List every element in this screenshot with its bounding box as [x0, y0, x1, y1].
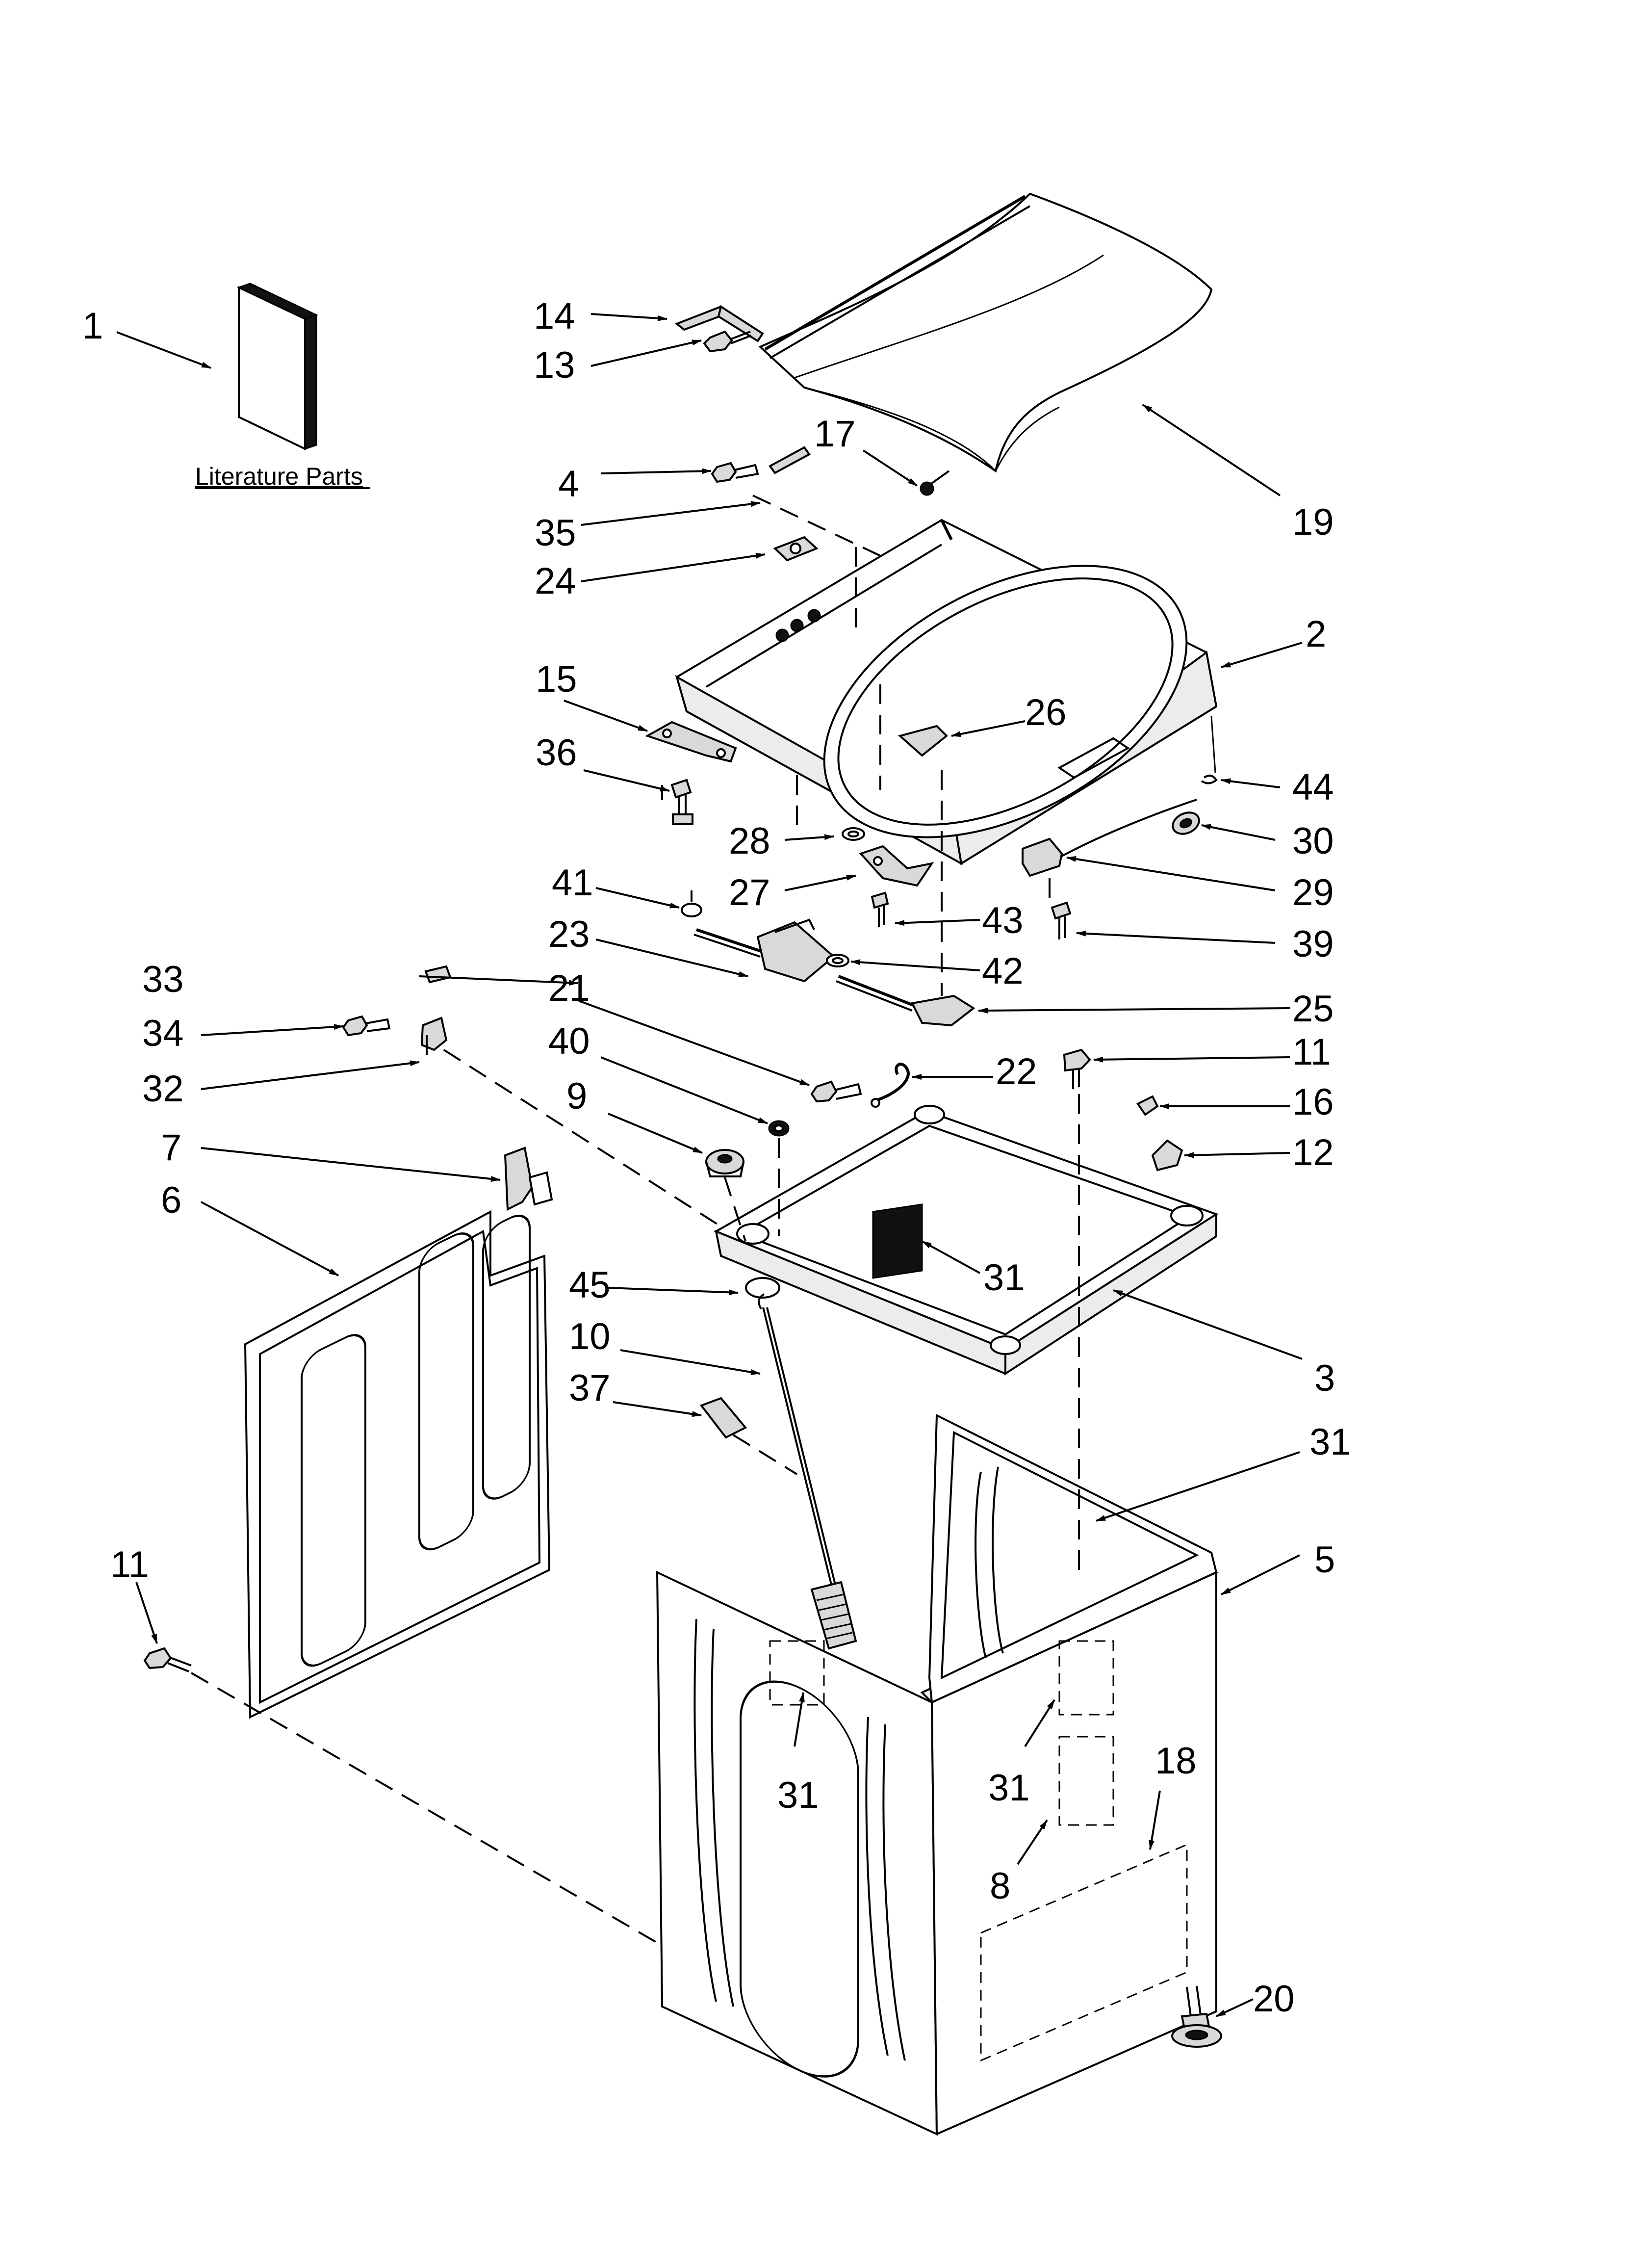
callout-36: 36 [536, 732, 577, 774]
screw-4 [711, 462, 759, 483]
valve-bracket-27 [859, 845, 934, 887]
callout-10: 10 [569, 1316, 611, 1357]
bracket-32 [420, 1017, 448, 1055]
top-cover [675, 519, 1218, 865]
ground-wire-22 [871, 1063, 910, 1108]
callout-22: 22 [996, 1051, 1037, 1093]
callout-3: 3 [1314, 1357, 1335, 1399]
callout-21: 21 [548, 967, 590, 1009]
top-frame [714, 1105, 1219, 1376]
dispenser-hose-23 [693, 918, 836, 983]
clip-37 [699, 1397, 747, 1439]
screw-39 [1051, 901, 1072, 939]
suspension-cap-9 [705, 1149, 744, 1177]
callout-30: 30 [1292, 820, 1334, 862]
hose-bracket-7 [504, 1147, 553, 1211]
clamp-42 [826, 954, 849, 967]
fabric-softener-cup [898, 725, 948, 757]
clip-12 [1151, 1139, 1183, 1172]
pad-24 [773, 536, 819, 562]
callout-31-front: 31 [777, 1774, 819, 1816]
callout-15: 15 [536, 658, 577, 700]
wire-clip-44 [1201, 716, 1218, 784]
callout-34: 34 [142, 1013, 184, 1054]
leveling-foot-20 [1171, 1985, 1222, 2048]
washer-45 [745, 1277, 780, 1299]
clip-16 [1136, 1095, 1159, 1116]
callout-18: 18 [1155, 1740, 1197, 1782]
callout-26: 26 [1025, 692, 1067, 733]
callout-37: 37 [569, 1367, 611, 1409]
callout-2: 2 [1306, 613, 1326, 655]
hose-25 [836, 975, 975, 1027]
callout-9: 9 [566, 1075, 587, 1117]
clamp-41 [681, 890, 702, 917]
callout-4: 4 [558, 463, 579, 505]
lid [758, 192, 1213, 473]
lid-hinge-bracket [645, 721, 737, 763]
callout-40: 40 [548, 1020, 590, 1062]
callout-19: 19 [1292, 501, 1334, 543]
screw-11-upper [1063, 1048, 1091, 1089]
callout-28: 28 [729, 820, 770, 862]
callout-35: 35 [535, 512, 576, 554]
screw-17 [920, 470, 950, 496]
grommet-28 [842, 827, 865, 841]
callout-45: 45 [569, 1264, 611, 1306]
callout-29: 29 [1292, 872, 1334, 913]
screw-34 [342, 1015, 391, 1037]
hex-bolt-13 [703, 330, 752, 353]
callout-43: 43 [982, 900, 1024, 941]
callout-23: 23 [548, 913, 590, 955]
literature-parts-caption: Literature Parts [195, 463, 363, 490]
callout-42: 42 [982, 950, 1024, 992]
callout-14: 14 [534, 295, 575, 337]
callout-5: 5 [1314, 1539, 1335, 1581]
callout-labels: 1 14 13 17 19 4 35 24 2 15 26 36 44 28 3… [82, 295, 1351, 2020]
callout-24: 24 [535, 560, 576, 602]
callout-6: 6 [161, 1179, 181, 1221]
callout-11-top: 11 [1292, 1031, 1331, 1073]
screw-43 [871, 891, 889, 927]
callout-13: 13 [534, 344, 575, 386]
bracket-35 [769, 446, 811, 474]
callout-41: 41 [552, 862, 593, 904]
callout-17: 17 [814, 413, 856, 455]
callout-12: 12 [1292, 1132, 1334, 1173]
callout-33: 33 [142, 959, 184, 1000]
callout-32: 32 [142, 1068, 184, 1110]
lid-switch-29 [1022, 799, 1197, 877]
callout-25: 25 [1292, 988, 1334, 1030]
suspension-rod-10 [758, 1293, 857, 1650]
callout-31-cabinet-top: 31 [1309, 1421, 1351, 1463]
literature-parts-booklet [237, 283, 318, 451]
knob-30 [1172, 811, 1200, 835]
rear-panel [244, 1210, 551, 1719]
screw-11-lower [143, 1647, 192, 1672]
label-33 [424, 965, 452, 984]
grommet-40 [768, 1120, 790, 1137]
callout-31-frame: 31 [983, 1257, 1025, 1299]
callout-39: 39 [1292, 923, 1334, 965]
cabinet [656, 1413, 1219, 2136]
callout-8: 8 [990, 1865, 1010, 1907]
screw-36 [670, 779, 693, 825]
callout-11-bottom: 11 [110, 1544, 149, 1586]
hinge-rod [675, 305, 764, 342]
callout-1: 1 [82, 305, 103, 347]
callout-31-side: 31 [988, 1767, 1030, 1809]
leader-lines [116, 313, 1303, 2017]
callout-44: 44 [1292, 766, 1334, 808]
callout-16: 16 [1292, 1081, 1334, 1123]
callout-20: 20 [1253, 1978, 1295, 2020]
callout-7: 7 [161, 1127, 181, 1169]
callout-27: 27 [729, 872, 770, 913]
screw-21 [810, 1080, 862, 1103]
assembly-lines [190, 495, 1080, 1944]
